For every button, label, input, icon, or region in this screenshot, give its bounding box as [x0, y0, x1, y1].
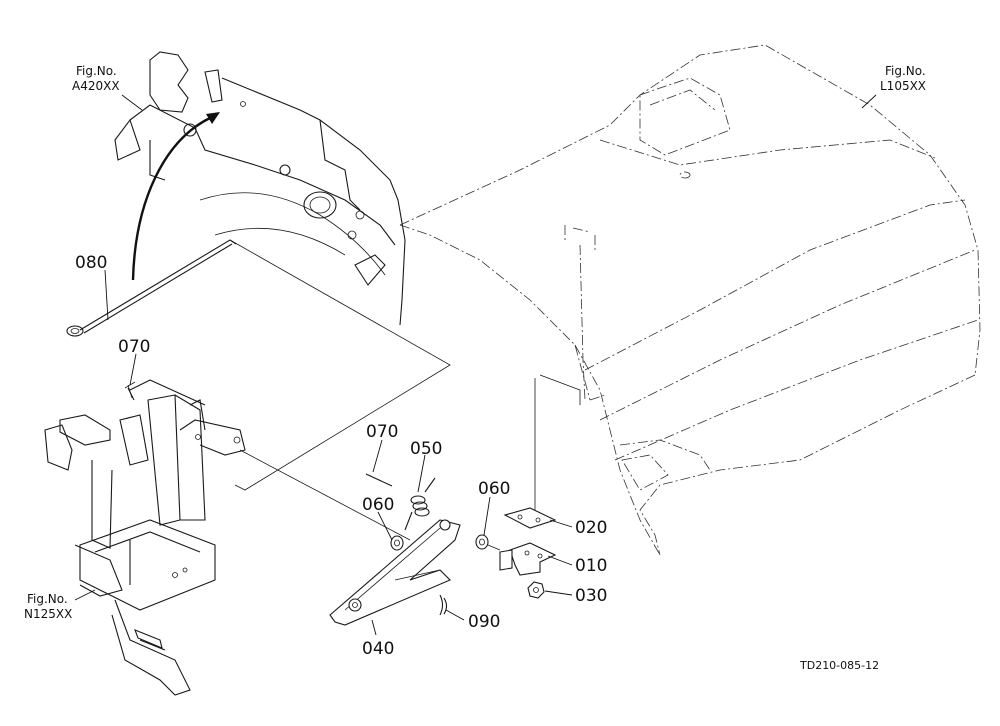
part-090-cotter-pin [439, 594, 448, 616]
bracket-frame-drawing [44, 379, 246, 696]
svg-text:A420XX: A420XX [72, 79, 120, 93]
svg-text:Fig.No.: Fig.No. [27, 592, 68, 606]
mounting-plane-outline [229, 239, 451, 491]
fender-cover-drawing [399, 44, 981, 556]
rear-housing-drawing [114, 51, 406, 326]
part-080-rod [66, 239, 237, 337]
part-030-nut [527, 581, 545, 599]
reference-n125: Fig.No. N125XX [24, 592, 72, 621]
label-020: 020 [575, 518, 607, 538]
part-070-pin-b [365, 473, 393, 487]
part-060-washer-b [475, 534, 489, 550]
reference-a420: Fig.No. A420XX [72, 64, 120, 93]
label-030: 030 [575, 586, 607, 606]
label-090: 090 [468, 612, 500, 632]
label-070-b: 070 [366, 422, 398, 442]
assembly-arrow [131, 112, 220, 281]
svg-text:Fig.No.: Fig.No. [885, 64, 926, 78]
reference-l105: Fig.No. L105XX [880, 64, 926, 93]
label-060-b: 060 [478, 479, 510, 499]
label-010: 010 [575, 556, 607, 576]
part-070-pin-a [127, 387, 135, 401]
label-040: 040 [362, 639, 394, 659]
part-020-plate [503, 507, 557, 529]
part-050-spring [404, 477, 436, 531]
label-060-a: 060 [362, 495, 394, 515]
part-010-bracket [499, 542, 557, 576]
label-080: 080 [75, 253, 107, 273]
svg-text:L105XX: L105XX [880, 79, 926, 93]
label-050: 050 [410, 439, 442, 459]
part-040-lever [329, 519, 461, 626]
part-060-washer-a [390, 535, 404, 551]
svg-text:N125XX: N125XX [24, 607, 72, 621]
label-070-a: 070 [118, 337, 150, 357]
leader-lines [74, 94, 877, 636]
drawing-code: TD210-085-12 [799, 659, 879, 672]
svg-text:Fig.No.: Fig.No. [76, 64, 117, 78]
